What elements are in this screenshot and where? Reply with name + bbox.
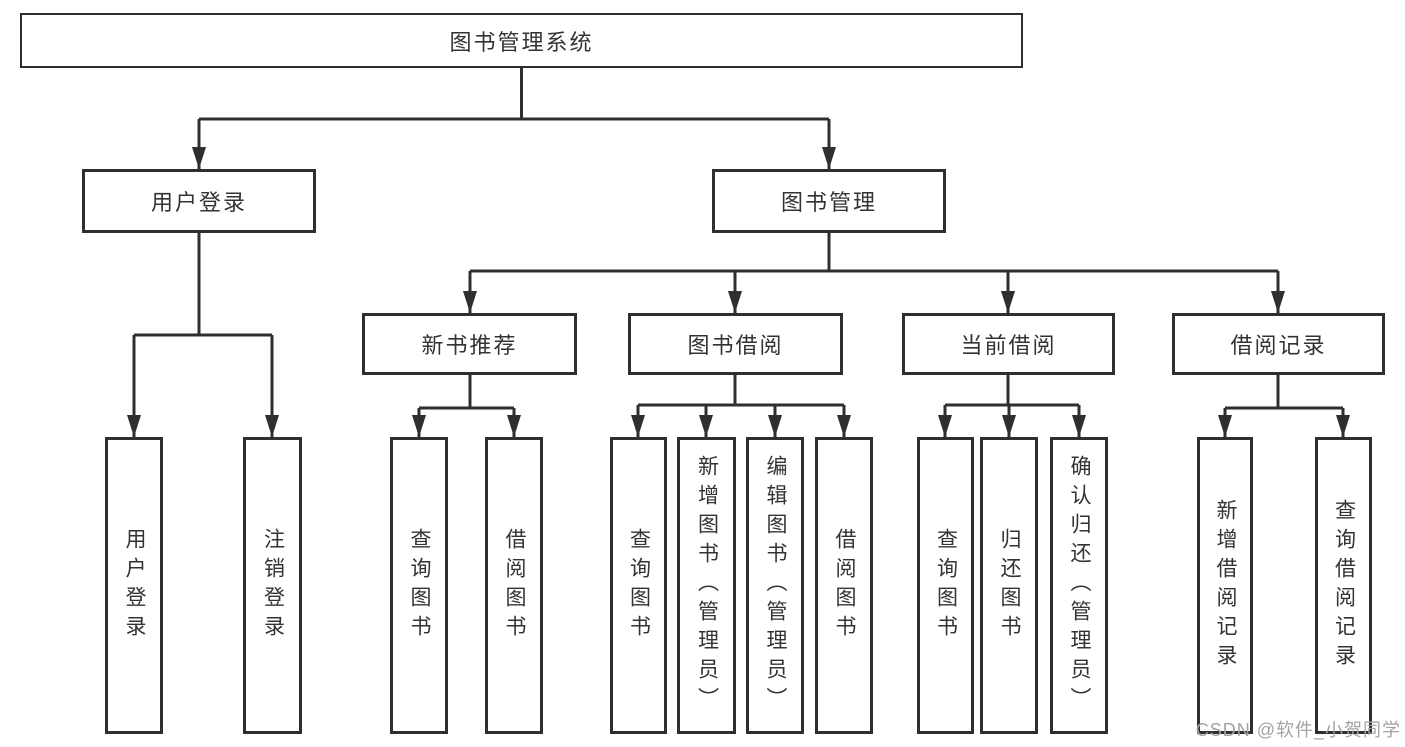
arrowhead-icon	[192, 147, 206, 169]
edge-records-to-leaves	[1223, 375, 1345, 437]
arrowhead-icon	[631, 415, 645, 437]
arrowhead-icon	[1072, 415, 1086, 437]
leaf-return-book: 归还图书	[980, 437, 1038, 734]
leaf-add-book-admin: 新增图书（管理员）	[677, 437, 736, 734]
edge-currentborrow-to-leaves	[943, 375, 1081, 437]
arrowhead-icon	[822, 147, 836, 169]
arrowhead-icon	[938, 415, 952, 437]
node-user-login: 用户登录	[82, 169, 316, 233]
node-new-book-recommendation: 新书推荐	[362, 313, 577, 375]
arrowhead-icon	[768, 415, 782, 437]
node-library-management-system: 图书管理系统	[20, 13, 1023, 68]
arrowhead-icon	[1218, 415, 1232, 437]
leaf-query-books-current: 查询图书	[917, 437, 974, 734]
edge-bookmgmt-to-level3	[468, 233, 1280, 313]
arrowhead-icon	[265, 415, 279, 437]
edge-root-to-level2	[197, 68, 831, 169]
arrowhead-icon	[699, 415, 713, 437]
leaf-query-books-borrow: 查询图书	[610, 437, 667, 734]
arrowhead-icon	[463, 291, 477, 313]
arrowheads	[127, 147, 1350, 437]
watermark: CSDN @软件_小贺同学	[1195, 720, 1401, 740]
arrowhead-icon	[507, 415, 521, 437]
node-borrowing-records: 借阅记录	[1172, 313, 1385, 375]
edge-userlogin-to-leaves	[132, 233, 274, 437]
arrowhead-icon	[1336, 415, 1350, 437]
leaf-user-login: 用户登录	[105, 437, 163, 734]
node-current-borrowing: 当前借阅	[902, 313, 1115, 375]
edge-newbook-to-leaves	[417, 375, 516, 437]
arrowhead-icon	[1001, 291, 1015, 313]
leaf-edit-book-admin: 编辑图书（管理员）	[746, 437, 804, 734]
edge-bookborrow-to-leaves	[636, 375, 846, 437]
arrowhead-icon	[127, 415, 141, 437]
node-book-management: 图书管理	[712, 169, 946, 233]
node-book-borrowing: 图书借阅	[628, 313, 843, 375]
arrowhead-icon	[412, 415, 426, 437]
leaf-logout: 注销登录	[243, 437, 302, 734]
leaf-query-books-recommend: 查询图书	[390, 437, 448, 734]
arrowhead-icon	[1271, 291, 1285, 313]
leaf-query-borrow-record: 查询借阅记录	[1315, 437, 1372, 734]
arrowhead-icon	[1002, 415, 1016, 437]
arrowhead-icon	[837, 415, 851, 437]
leaf-confirm-return-admin: 确认归还（管理员）	[1050, 437, 1108, 734]
arrowhead-icon	[728, 291, 742, 313]
leaf-add-borrow-record: 新增借阅记录	[1197, 437, 1253, 734]
leaf-borrow-books-recommend: 借阅图书	[485, 437, 543, 734]
leaf-borrow-books: 借阅图书	[815, 437, 873, 734]
